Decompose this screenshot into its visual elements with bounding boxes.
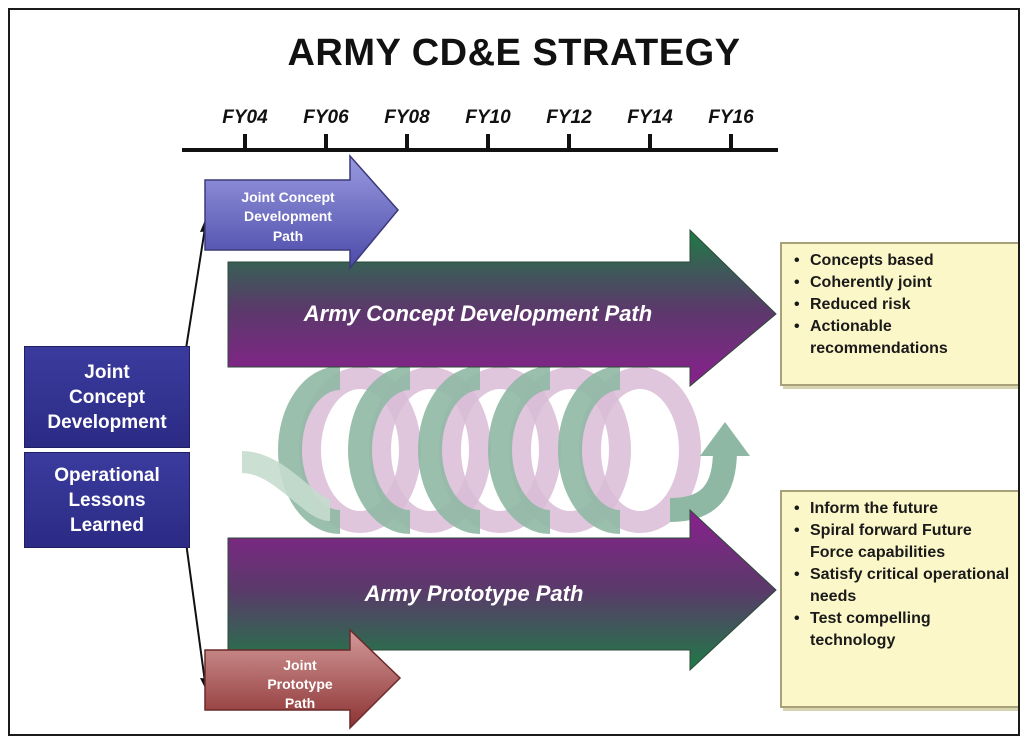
joint-prototype-label-line2: Prototype <box>267 676 333 692</box>
joint-prototype-label-line1: Joint <box>283 657 317 673</box>
spiral-exit-arrowhead <box>700 422 750 456</box>
diagram-title: ARMY CD&E STRATEGY <box>287 32 741 74</box>
spiral-loop-back <box>369 367 491 533</box>
spiral-loop-back <box>579 367 701 533</box>
spiral-loop-front <box>348 366 411 534</box>
note-bullet: Spiral forward Future Force capabilities <box>792 520 1016 564</box>
joint-concept-label-line3: Path <box>273 228 303 244</box>
spiral-loop-front <box>418 366 481 534</box>
joint-prototype-label-line3: Path <box>285 695 315 711</box>
spiral-loop-back <box>509 367 631 533</box>
spiral-loop-back <box>299 367 421 533</box>
strategy-diagram: FY04 FY06 FY08 FY10 FY12 FY14 FY16 Army Concep… <box>182 107 778 730</box>
joint-concept-label-line1: Joint Concept <box>241 189 335 205</box>
note-bullet: Actionable recommendations <box>792 316 1016 360</box>
operational-lessons-learned-box: Operational Lessons Learned <box>24 452 190 548</box>
note-bullet: Test compelling technology <box>792 608 1016 652</box>
concept-outcomes-list: Concepts basedCoherently jointReduced ri… <box>792 250 1016 360</box>
timeline-tick-label: FY06 <box>303 107 349 128</box>
army-prototype-label: Army Prototype Path <box>364 581 584 606</box>
timeline-ticks: FY04 FY06 FY08 FY10 FY12 FY14 FY16 <box>222 107 754 151</box>
joint-prototype-arrow <box>204 628 402 730</box>
spiral-coil-icon <box>240 366 750 534</box>
prototype-outcomes-note: Inform the futureSpiral forward Future F… <box>780 490 1018 708</box>
joint-concept-arrow <box>204 154 399 271</box>
note-bullet: Satisfy critical operational needs <box>792 564 1016 608</box>
timeline-tick-label: FY08 <box>384 107 430 128</box>
timeline-tick-label: FY12 <box>546 107 592 128</box>
slide-frame: FY04 FY06 FY08 FY10 FY12 FY14 FY16 Army Concep… <box>8 8 1020 736</box>
note-bullet: Coherently joint <box>792 272 1016 294</box>
army-concept-label: Army Concept Development Path <box>303 301 652 326</box>
connector-bottom <box>184 534 206 683</box>
note-bullet: Reduced risk <box>792 294 1016 316</box>
spiral-tail <box>240 451 333 521</box>
spiral-loop-front <box>488 366 551 534</box>
note-bullet: Concepts based <box>792 250 1016 272</box>
concept-outcomes-note: Concepts basedCoherently jointReduced ri… <box>780 242 1018 386</box>
prototype-outcomes-list: Inform the futureSpiral forward Future F… <box>792 498 1016 652</box>
timeline-tick-label: FY04 <box>222 107 268 128</box>
spiral-loop-back <box>439 367 561 533</box>
army-concept-arrow <box>227 228 777 388</box>
joint-concept-development-box: Joint Concept Development <box>24 346 190 448</box>
spiral-exit <box>669 449 737 522</box>
joint-concept-label-line2: Development <box>244 208 332 224</box>
spiral-loop-front <box>558 366 621 534</box>
timeline-tick-label: FY14 <box>627 107 673 128</box>
connector-top <box>184 227 206 356</box>
timeline-tick-label: FY10 <box>465 107 511 128</box>
timeline-tick-label: FY16 <box>708 107 754 128</box>
note-bullet: Inform the future <box>792 498 1016 520</box>
